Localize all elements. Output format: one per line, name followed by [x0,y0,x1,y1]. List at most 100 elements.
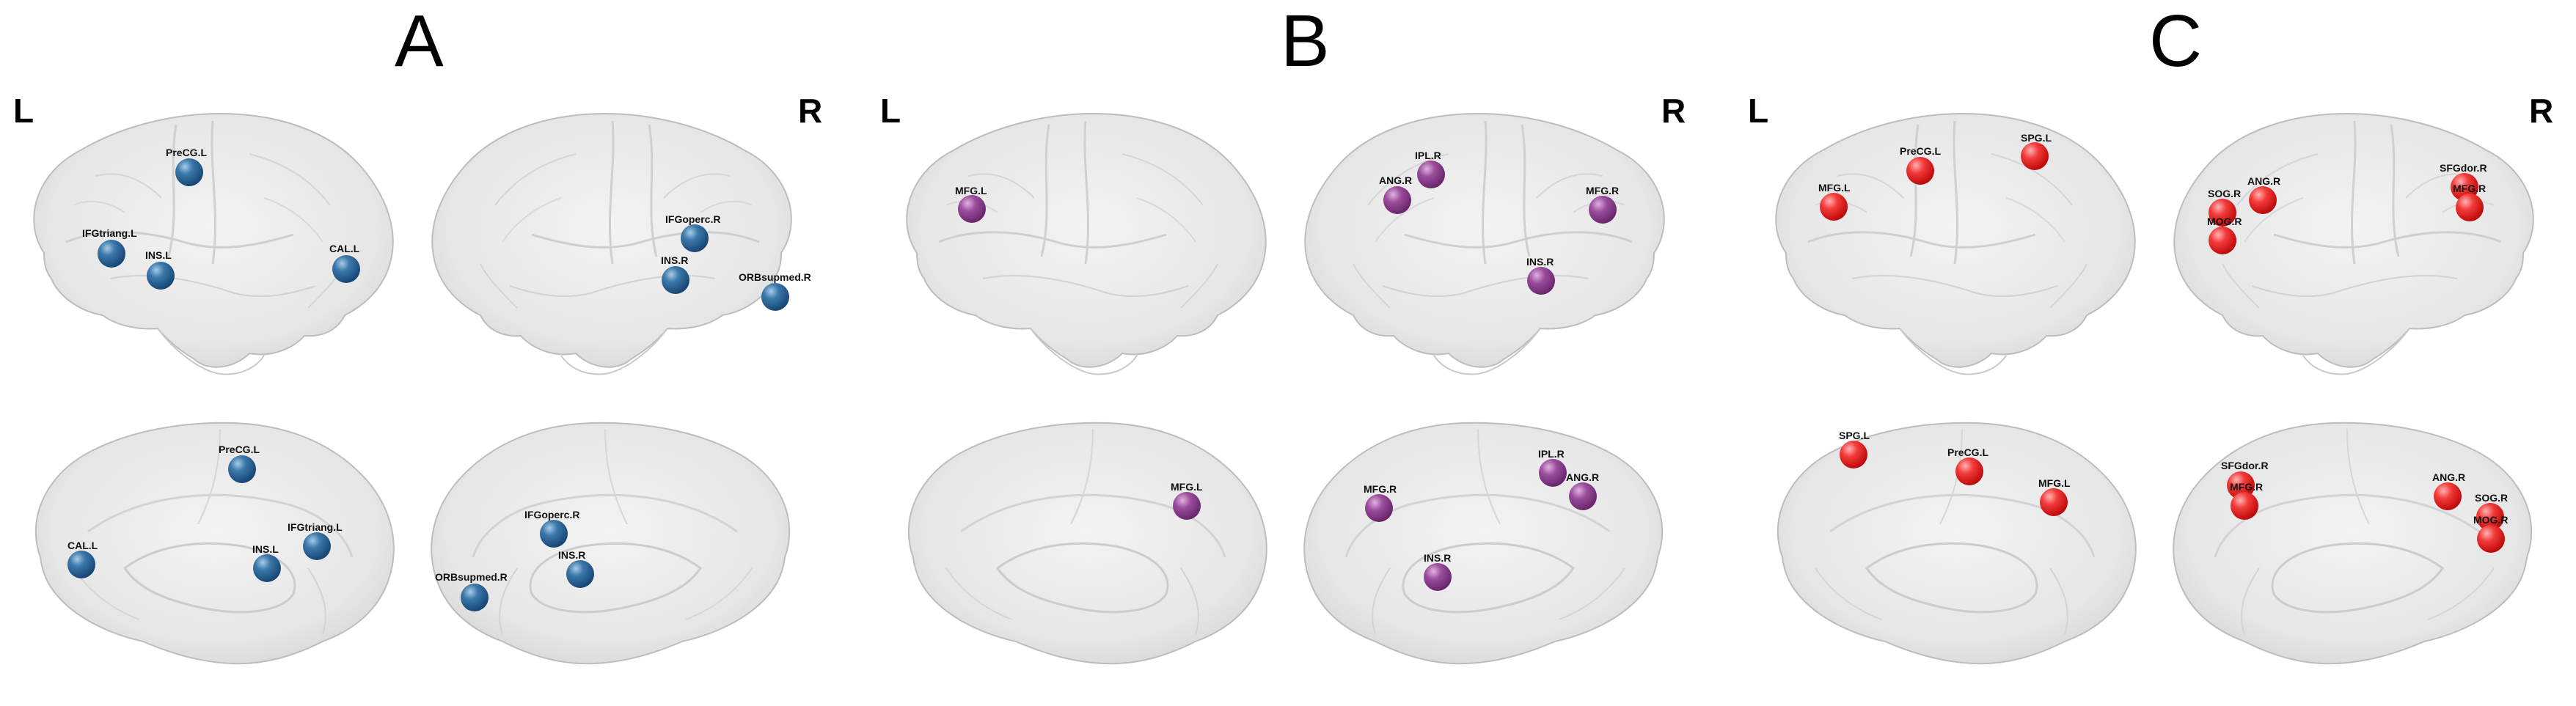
node-mog-r [2209,227,2236,254]
hemisphere-left-label-b: L [880,92,901,130]
node-ang-r-c [2249,186,2277,214]
label-precg-l: PreCG.L [166,147,208,158]
brain-surface [1287,95,1698,389]
label-ipl-r-medial: IPL.R [1538,448,1565,460]
node-ins-l [147,262,175,290]
brain-a-right-lateral: IFGoperc.R INS.R ORBsupmed.R [414,95,825,389]
brain-surface [0,95,411,389]
brain-c-left-lateral: PreCG.L SPG.L MFG.L [1742,95,2153,389]
node-mog-r-medial [2477,525,2505,553]
label-ifgtriang-l: IFGtriang.L [82,227,137,239]
label-ifgoperc-r-medial: IFGoperc.R [524,509,580,521]
brain-surface [414,95,825,389]
label-orbsupmed-r: ORBsupmed.R [739,271,811,283]
hemisphere-right-label-b: R [1661,92,1686,130]
node-orbsupmed-r [761,283,789,311]
label-ang-r-medial: ANG.R [1566,471,1600,483]
node-spg-l-medial [1840,441,1867,468]
node-ins-r-b [1527,267,1555,295]
node-ins-r [662,266,689,294]
node-ins-l-medial [253,554,281,582]
panel-label-c: C [2149,0,2203,82]
label-mfg-l-medial-c: MFG.L [2038,477,2071,489]
node-ipl-r-medial [1539,459,1567,487]
brain-b-right-lateral: IPL.R ANG.R MFG.R INS.R [1287,95,1698,389]
label-ipl-r: IPL.R [1415,150,1441,161]
brain-b-left-medial: MFG.L [873,400,1284,693]
hemisphere-left-label-a: L [13,92,34,130]
brain-a-right-medial: IFGoperc.R ORBsupmed.R INS.R [414,400,825,693]
panel-label-a: A [395,0,444,82]
node-mfg-r-c [2456,194,2484,221]
label-ifgoperc-r: IFGoperc.R [665,213,721,225]
label-ins-l-medial: INS.L [252,543,279,555]
label-mfg-l-c: MFG.L [1818,182,1851,194]
hemisphere-right-label-c: R [2529,92,2554,130]
label-mfg-r-medial: MFG.R [1364,483,1397,495]
node-mfg-r [1589,196,1617,224]
brain-surface [414,400,825,693]
brain-surface [1742,95,2153,389]
node-ins-r-medial [566,560,594,588]
brain-c-left-medial: SPG.L PreCG.L MFG.L [1742,400,2153,693]
node-ang-r-medial [1569,482,1597,510]
node-cal-l-medial [67,551,95,578]
brain-a-left-medial: PreCG.L CAL.L INS.L IFGtriang.L [0,400,411,693]
node-cal-l [332,255,360,283]
node-mfg-r-medial [1365,494,1393,522]
label-mog-r-medial: MOG.R [2473,514,2509,526]
brain-surface [0,400,411,693]
node-precg-l [175,158,203,186]
label-sfgdor-r: SFGdor.R [2440,162,2487,174]
label-ins-r-medial: INS.R [558,549,586,561]
label-mfg-r-c: MFG.R [2453,183,2487,194]
node-ang-r [1383,186,1411,214]
label-ins-r-medial-b: INS.R [1424,552,1452,564]
node-mfg-l-medial-c [2040,488,2068,516]
label-sog-r-medial: SOG.R [2475,492,2509,504]
node-mfg-l-c [1820,193,1848,221]
node-mfg-l [958,195,986,223]
brain-surface [873,95,1284,389]
label-precg-l-c: PreCG.L [1900,145,1942,157]
brain-b-right-medial: IPL.R ANG.R MFG.R INS.R [1287,400,1698,693]
label-cal-l: CAL.L [329,243,360,254]
label-mfg-l: MFG.L [955,185,987,196]
label-mfg-r-medial-c: MFG.R [2230,481,2264,493]
label-precg-l-medial: PreCG.L [219,444,260,455]
label-ang-r-medial-c: ANG.R [2432,471,2466,483]
node-ifgoperc-r [681,224,709,252]
node-ang-r-medial-c [2434,482,2462,510]
node-ifgtriang-l [98,240,125,268]
label-ang-r: ANG.R [1379,174,1413,186]
brain-b-left-lateral: MFG.L [873,95,1284,389]
label-sfgdor-r-medial: SFGdor.R [2221,460,2269,471]
label-mog-r: MOG.R [2207,216,2242,227]
node-sog-r [2209,199,2236,227]
hemisphere-left-label-c: L [1748,92,1769,130]
label-mfg-r: MFG.R [1586,185,1620,196]
label-ifgtriang-l-medial: IFGtriang.L [288,521,343,533]
label-ang-r-c: ANG.R [2247,175,2281,187]
node-ifgtriang-l-medial [303,532,331,560]
brain-surface [2156,400,2567,693]
hemisphere-right-label-a: R [798,92,823,130]
node-orbsupmed-r-medial [461,584,489,611]
brain-c-right-lateral: ANG.R SFGdor.R SOG.R MFG.R MOG.R [2156,95,2567,389]
node-spg-l [2021,142,2049,170]
label-spg-l: SPG.L [2021,132,2052,144]
panel-label-b: B [1281,0,1330,82]
brain-surface [873,400,1284,693]
label-ins-l: INS.L [145,249,172,261]
brain-surface [1742,400,2153,693]
brain-a-left-lateral: PreCG.L IFGtriang.L INS.L CAL.L [0,95,411,389]
node-mfg-l-medial [1173,492,1201,520]
label-cal-l-medial: CAL.L [67,540,98,551]
node-precg-l-medial [228,455,256,483]
node-ipl-r [1417,161,1445,188]
label-mfg-l-medial: MFG.L [1171,481,1203,493]
node-ins-r-medial-b [1424,563,1452,591]
brain-surface [1287,400,1698,693]
label-orbsupmed-r-medial: ORBsupmed.R [435,571,508,583]
node-ifgoperc-r-medial [540,520,568,548]
